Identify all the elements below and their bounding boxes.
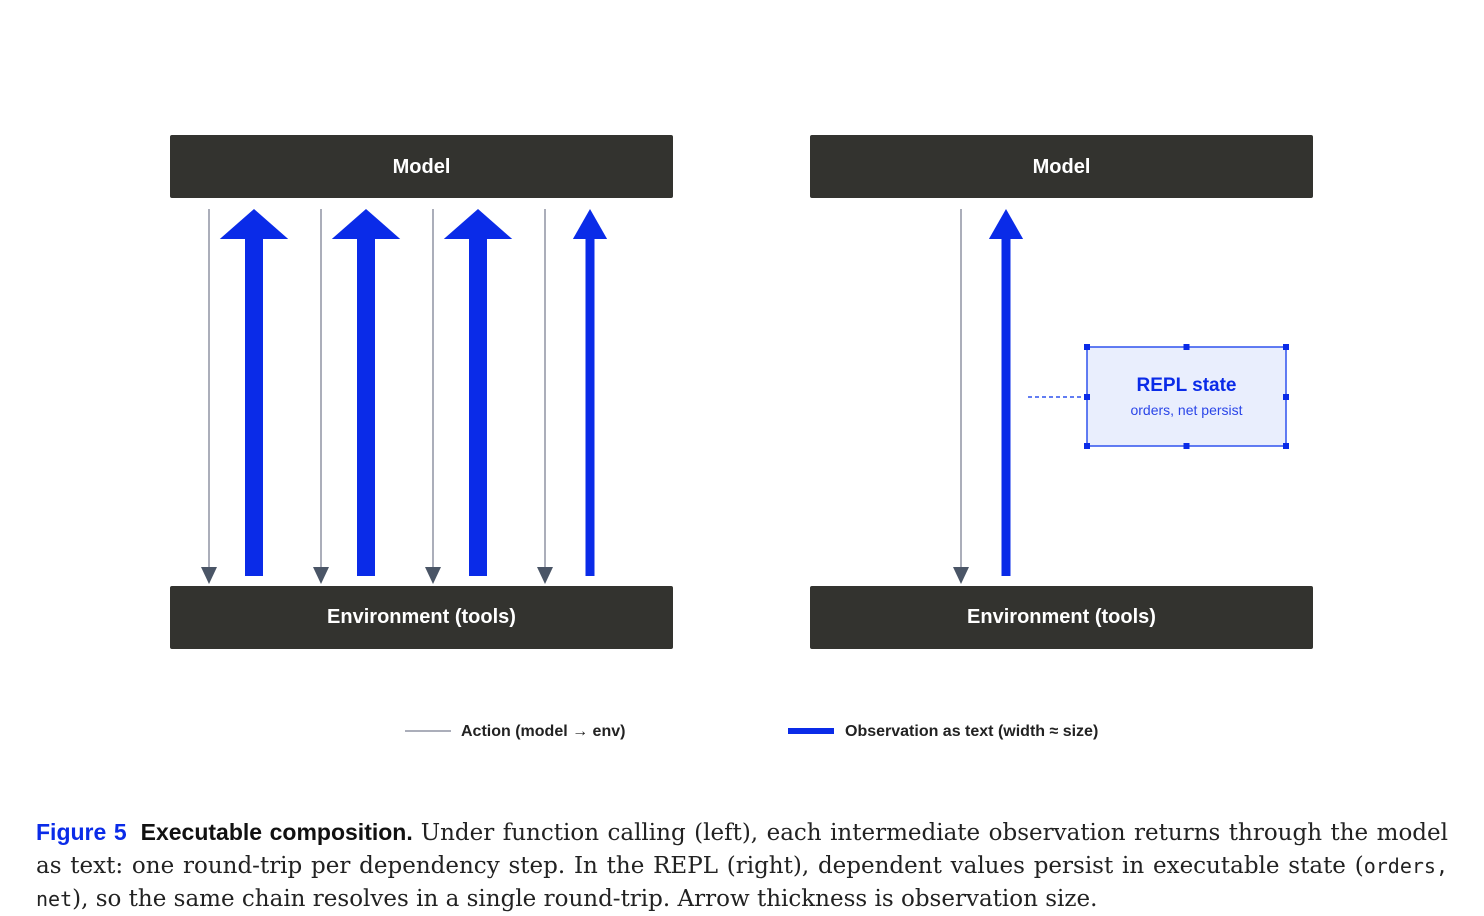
right-environment-box xyxy=(810,586,1313,649)
left-observation-arrowhead-2 xyxy=(331,209,401,239)
right-action-arrowhead-1 xyxy=(953,567,969,584)
handle-bottom-middle xyxy=(1183,443,1190,449)
right-observation-arrow-1 xyxy=(1001,237,1011,576)
right-round-trip-arrows xyxy=(953,209,1024,584)
left-environment-box xyxy=(170,586,673,649)
left-observation-arrow-3 xyxy=(469,237,487,576)
right-model-box xyxy=(810,135,1313,198)
handle-top-left xyxy=(1084,344,1090,350)
left-panel: Model Environment (tools) xyxy=(170,135,673,649)
figure-title: Executable composition. xyxy=(140,819,413,845)
legend-observation-swatch xyxy=(788,728,834,734)
right-environment-label: Environment (tools) xyxy=(967,606,1156,628)
left-action-arrowhead-2 xyxy=(313,567,329,584)
left-model-label: Model xyxy=(393,156,451,178)
handle-bottom-left xyxy=(1084,443,1090,449)
right-model-label: Model xyxy=(1033,156,1091,178)
left-observation-arrow-2 xyxy=(357,237,375,576)
figure-number: Figure 5 xyxy=(36,819,127,845)
left-model-box xyxy=(170,135,673,198)
repl-state-subtitle: orders, net persist xyxy=(1130,402,1242,418)
left-observation-arrowhead-3 xyxy=(443,209,513,239)
handle-bottom-right xyxy=(1283,443,1289,449)
handle-middle-right xyxy=(1283,394,1289,400)
handle-middle-left xyxy=(1084,394,1090,400)
left-action-arrowhead-4 xyxy=(537,567,553,584)
figure-caption: Figure 5 Executable composition.Under fun… xyxy=(36,816,1448,916)
repl-state-title: REPL state xyxy=(1137,375,1237,396)
legend: Action (model → env) Observation as text… xyxy=(405,723,1098,740)
left-action-arrowhead-3 xyxy=(425,567,441,584)
executable-composition-diagram: Model Environment (tools) Model Environm… xyxy=(170,135,1313,740)
left-environment-label: Environment (tools) xyxy=(327,606,516,628)
caption-text-part-1: Under function calling (left), each inte… xyxy=(36,820,1448,879)
caption-text-part-2: ), so the same chain resolves in a singl… xyxy=(72,886,1098,912)
repl-state-box xyxy=(1086,346,1287,447)
left-observation-arrow-1 xyxy=(245,237,263,576)
right-observation-arrowhead-1 xyxy=(988,209,1024,239)
repl-box-handles xyxy=(1084,344,1289,449)
right-panel: Model Environment (tools) REPL state ord… xyxy=(810,135,1313,649)
left-action-arrowhead-1 xyxy=(201,567,217,584)
left-observation-arrowhead-1 xyxy=(219,209,289,239)
legend-action-label: Action (model → env) xyxy=(461,723,625,740)
legend-observation-label: Observation as text (width ≈ size) xyxy=(845,723,1098,740)
left-observation-arrowhead-4 xyxy=(572,209,608,239)
handle-top-middle xyxy=(1183,344,1190,350)
handle-top-right xyxy=(1283,344,1289,350)
left-observation-arrow-4 xyxy=(585,237,595,576)
left-round-trip-arrows xyxy=(201,209,608,584)
